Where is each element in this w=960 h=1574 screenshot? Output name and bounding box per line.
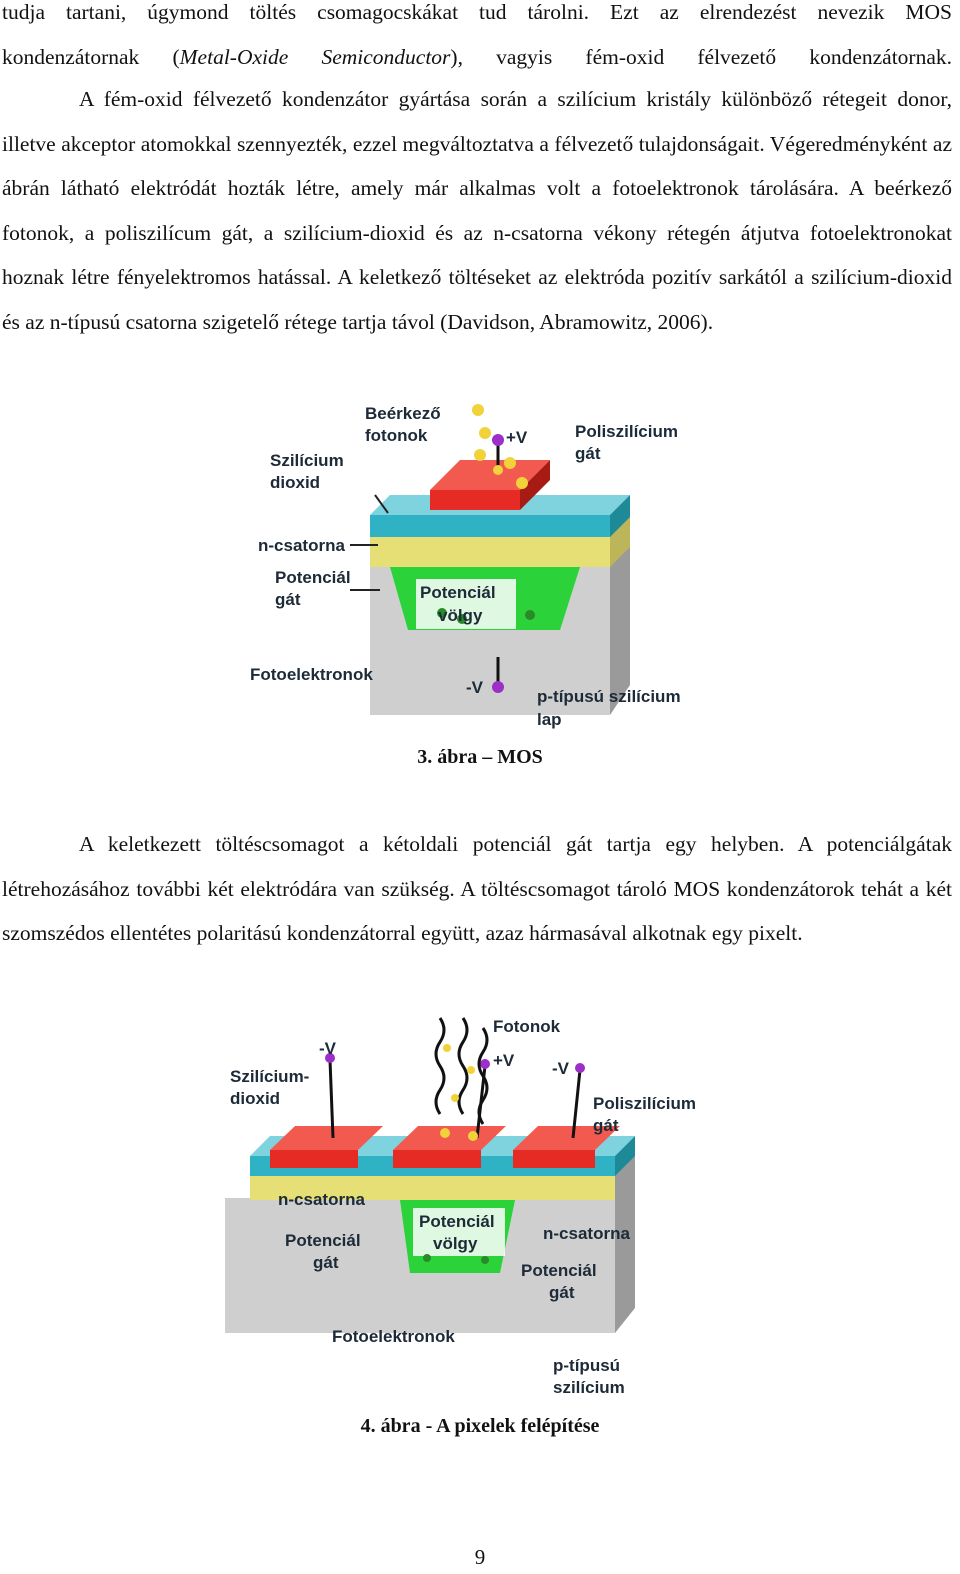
fig4-electrode-center [393,1150,481,1168]
fig3-minus-terminal [492,681,504,693]
fig4-label-photons: Fotonok [493,1017,561,1036]
fig3-label-p-type-2: lap [537,710,562,729]
figure-3-caption: 3. ábra – MOS [417,746,543,768]
fig4-label-barrier-left-1: Potenciál [285,1231,361,1250]
fig3-label-photons-1: Beérkező [365,404,441,423]
fig3-label-sio2-1: Szilícium [270,451,344,470]
fig4-label-well-2: völgy [433,1234,478,1253]
fig3-label-p-type-1: p-típusú szilícium [537,687,681,706]
fig4-electrode-right [513,1150,595,1168]
fig4-label-minus-v-right: -V [552,1059,570,1078]
fig3-photon [479,427,491,439]
fig4-photon-wave [477,1027,489,1125]
fig4-label-minus-v-left: -V [319,1039,337,1058]
fig3-photon [474,449,486,461]
page-number: 9 [474,1545,486,1569]
fig4-plus-terminal [480,1059,490,1069]
fig4-label-photoelectrons: Fotoelektronok [332,1327,455,1346]
fig4-label-sio2-2: dioxid [230,1089,280,1108]
fig3-photon [516,477,528,489]
fig3-label-photoelectrons: Fotoelektronok [250,665,373,684]
fig4-electrode-left [270,1150,358,1168]
intro-text: tudja tartani, úgymond töltés csomagocsk… [2,0,952,79]
paragraph-mos-fabrication: A fém-oxid félvezető kondenzátor gyártás… [2,87,952,334]
fig4-label-p-type-1: p-típusú [553,1356,620,1375]
fig3-plus-terminal [492,434,504,446]
fig4-label-barrier-right-2: gát [549,1283,575,1302]
fig3-label-barrier-1: Potenciál [275,568,351,587]
fig3-label-well-1: Potenciál [420,583,496,602]
fig3-label-photons-2: fotonok [365,426,428,445]
fig4-label-n-channel-right: n-csatorna [543,1224,630,1243]
fig4-label-well-1: Potenciál [419,1212,495,1231]
fig4-label-barrier-left-2: gát [313,1253,339,1272]
fig3-label-sio2-2: dioxid [270,473,320,492]
figure-4-pixel-diagram: Fotonok -V +V -V Szilícium- dioxid Polis… [225,1017,696,1397]
fig4-n-channel-layer [250,1176,615,1200]
fig3-n-channel-layer [370,535,610,567]
figure-3-mos-diagram: Beérkező fotonok +V Poliszilícium gát Sz… [250,404,681,729]
fig3-photoelectron [525,610,535,620]
fig4-label-sio2-1: Szilícium- [230,1067,309,1086]
intro-line-2: kondenzátornak (Metal-Oxide Semiconducto… [2,44,953,69]
fig4-photon-wave [434,1017,446,1115]
figure-4-caption: 4. ábra - A pixelek felépítése [360,1415,600,1437]
fig3-photoelectron [457,614,467,624]
fig4-label-p-type-2: szilícium [553,1378,625,1397]
fig3-photoelectron [437,608,447,618]
fig4-label-polysilicon-1: Poliszilícium [593,1094,696,1113]
fig3-label-barrier-2: gát [275,590,301,609]
fig4-minus-terminal-left [325,1053,335,1063]
fig4-minus-terminal-right [575,1063,585,1073]
fig3-label-polysilicon-2: gát [575,444,601,463]
fig4-label-polysilicon-2: gát [593,1116,619,1135]
fig3-label-plus-v: +V [506,428,528,447]
fig3-electrode [430,490,520,510]
fig3-label-minus-v: -V [466,678,484,697]
fig3-photon [472,404,484,416]
fig4-label-n-channel-left: n-csatorna [278,1190,365,1209]
fig4-label-plus-v: +V [493,1051,515,1070]
fig3-photon [493,465,503,475]
intro-line-1: tudja tartani, úgymond töltés csomagocsk… [2,0,952,24]
fig3-oxide-layer [370,515,610,537]
intro-italic-term: Metal-Oxide Semiconductor [179,44,451,69]
fig3-label-polysilicon-1: Poliszilícium [575,422,678,441]
fig4-photon-wave [457,1017,469,1115]
fig3-photon [504,457,516,469]
fig3-label-well-2: völgy [438,606,483,625]
paragraph-pixel-structure: A keletkezett töltéscsomagot a kétoldali… [2,832,952,946]
fig4-label-barrier-right-1: Potenciál [521,1261,597,1280]
fig3-label-n-channel: n-csatorna [258,536,345,555]
